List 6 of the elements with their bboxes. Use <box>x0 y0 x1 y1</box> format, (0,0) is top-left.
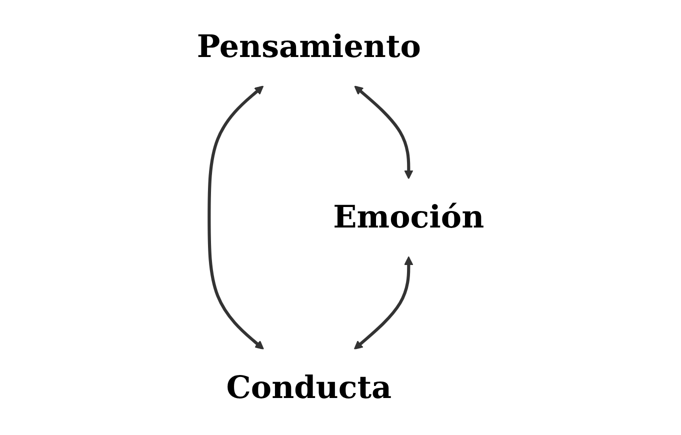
node-text: Emoción <box>333 199 484 236</box>
arrow <box>354 256 414 350</box>
arrow <box>208 86 264 350</box>
node-text: Pensamiento <box>196 28 421 66</box>
arrow <box>354 86 414 180</box>
node-text: Conducta <box>226 370 392 406</box>
